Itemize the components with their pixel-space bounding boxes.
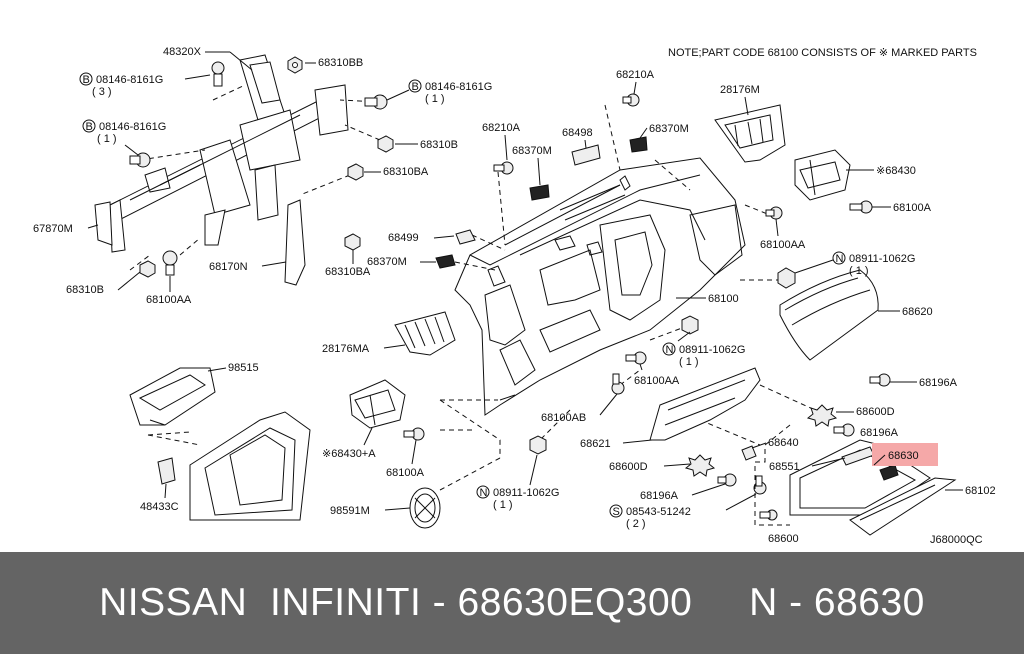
label-68310b-b: 68310B <box>66 284 104 296</box>
label-68600d-a: 68600D <box>856 406 895 418</box>
label-08911-b-qty: ( 1 ) <box>679 356 699 368</box>
bracket-68430-drawing <box>794 149 851 201</box>
label-68498: 68498 <box>562 127 593 139</box>
bolt-icon <box>129 56 394 278</box>
label-68310b-a: 68310B <box>420 139 458 151</box>
highlight-box <box>872 443 938 466</box>
label-28176m: 28176M <box>720 84 760 96</box>
label-67870m: 67870M <box>33 223 73 235</box>
nut-prefix-icon: N <box>666 344 674 356</box>
bolt-prefix-icon: B <box>412 81 419 93</box>
banner-line: INFINITI <box>269 581 422 624</box>
label-68100ab: 68100AB <box>541 412 586 424</box>
parts-diagram: NOTE;PART CODE 68100 CONSISTS OF ※ MARKE… <box>33 46 996 546</box>
steering-member-drawing <box>94 54 381 286</box>
label-68630: 68630 <box>888 450 919 462</box>
label-08146-c: 08146-8161G <box>99 121 166 133</box>
label-68621: 68621 <box>580 438 611 450</box>
label-68310ba-a: 68310BA <box>383 166 429 178</box>
label-68310ba-b: 68310BA <box>325 266 371 278</box>
label-68196a-c: 68196A <box>640 490 679 502</box>
label-68100: 68100 <box>708 293 739 305</box>
banner-part-code: 68630 <box>813 581 925 624</box>
label-98591m: 98591M <box>330 505 370 517</box>
lid-68620-drawing <box>779 269 879 361</box>
label-48433c: 48433C <box>140 501 179 513</box>
label-08146-a-qty: ( 3 ) <box>92 86 112 98</box>
label-08146-b-qty: ( 1 ) <box>425 93 445 105</box>
screw-prefix-icon: S <box>613 506 620 518</box>
label-68210a-b: 68210A <box>482 122 521 134</box>
label-08911-b: 08911-1062G <box>679 344 745 356</box>
label-68370m-a: 68370M <box>512 145 552 157</box>
label-48320x: 48320X <box>163 46 202 58</box>
label-68600d-b: 68600D <box>609 461 648 473</box>
label-08911-a-qty: ( 1 ) <box>849 265 869 277</box>
nut-callout-3: N 08911-1062G ( 1 ) <box>476 454 559 511</box>
label-68430: ※68430 <box>876 165 916 177</box>
label-08146-c-qty: ( 1 ) <box>97 133 117 145</box>
clip-icon <box>403 93 891 495</box>
label-98515: 98515 <box>228 362 259 374</box>
label-68551: 68551 <box>769 461 800 473</box>
banner-brand: NISSAN <box>99 581 248 624</box>
label-68430a: ※68430+A <box>322 448 376 460</box>
label-68170n: 68170N <box>209 261 248 273</box>
label-68499: 68499 <box>388 232 419 244</box>
screw-callout: S 08543-51242 ( 2 ) <box>609 493 757 530</box>
label-08911-a: 08911-1062G <box>849 253 915 265</box>
nut-callout-2: N 08911-1062G ( 1 ) <box>662 331 745 368</box>
label-68620: 68620 <box>902 306 933 318</box>
part-number-banner: NISSAN INFINITI - 68630EQ300 N - 68630 <box>0 552 1024 654</box>
label-08543: 08543-51242 <box>626 506 691 518</box>
label-68310bb: 68310BB <box>318 57 363 69</box>
nut-callout-1: N 08911-1062G ( 1 ) <box>794 251 915 277</box>
bolt-callout-3: B 08146-8161G ( 1 ) <box>82 119 166 156</box>
banner-code-prefix: N <box>749 581 778 624</box>
label-68640: 68640 <box>768 437 799 449</box>
glove-box-68621-drawing <box>649 367 761 441</box>
label-68102: 68102 <box>965 485 996 497</box>
label-68370m-b: 68370M <box>649 123 689 135</box>
label-68100a-b: 68100A <box>386 467 425 479</box>
label-68100aa-a: 68100AA <box>146 294 192 306</box>
label-68196a-b: 68196A <box>860 427 899 439</box>
banner-separator-2: - <box>789 581 803 624</box>
star-fastener-icon <box>684 404 838 477</box>
label-68100a-a: 68100A <box>893 202 932 214</box>
label-08911-c: 08911-1062G <box>493 487 559 499</box>
lower-dash-drawing <box>147 411 311 521</box>
emblem-98591m-drawing <box>409 487 441 529</box>
label-68210a-a: 68210A <box>616 69 655 81</box>
nut-prefix-icon: N <box>836 253 844 265</box>
label-28176ma: 28176MA <box>322 343 370 355</box>
label-08146-b: 08146-8161G <box>425 81 492 93</box>
bolt-callout-2: B 08146-8161G ( 1 ) <box>386 79 492 105</box>
label-68370m-c: 68370M <box>367 256 407 268</box>
label-68100aa-b: 68100AA <box>760 239 806 251</box>
label-68600: 68600 <box>768 533 799 545</box>
label-08146-a: 08146-8161G <box>96 74 163 86</box>
bracket-68430a-drawing <box>349 379 406 429</box>
banner-part-number: 68630EQ300 <box>457 581 693 624</box>
vent-28176m-drawing <box>714 104 786 163</box>
diagram-code: J68000QC <box>930 534 983 546</box>
bolt-callout-1: B 08146-8161G ( 3 ) <box>79 72 211 98</box>
bolt-prefix-icon: B <box>86 121 93 133</box>
airbag-98515-drawing <box>129 367 216 426</box>
instrument-panel-drawing <box>439 104 816 491</box>
note-text: NOTE;PART CODE 68100 CONSISTS OF ※ MARKE… <box>668 47 977 59</box>
bolt-prefix-icon: B <box>83 74 90 86</box>
label-08543-qty: ( 2 ) <box>626 518 646 530</box>
banner-separator: - <box>432 581 447 624</box>
label-68100aa-c: 68100AA <box>634 375 680 387</box>
vent-28176ma-drawing <box>394 311 456 356</box>
label-68196a-a: 68196A <box>919 377 958 389</box>
nut-prefix-icon: N <box>480 487 488 499</box>
label-08911-c-qty: ( 1 ) <box>493 499 513 511</box>
